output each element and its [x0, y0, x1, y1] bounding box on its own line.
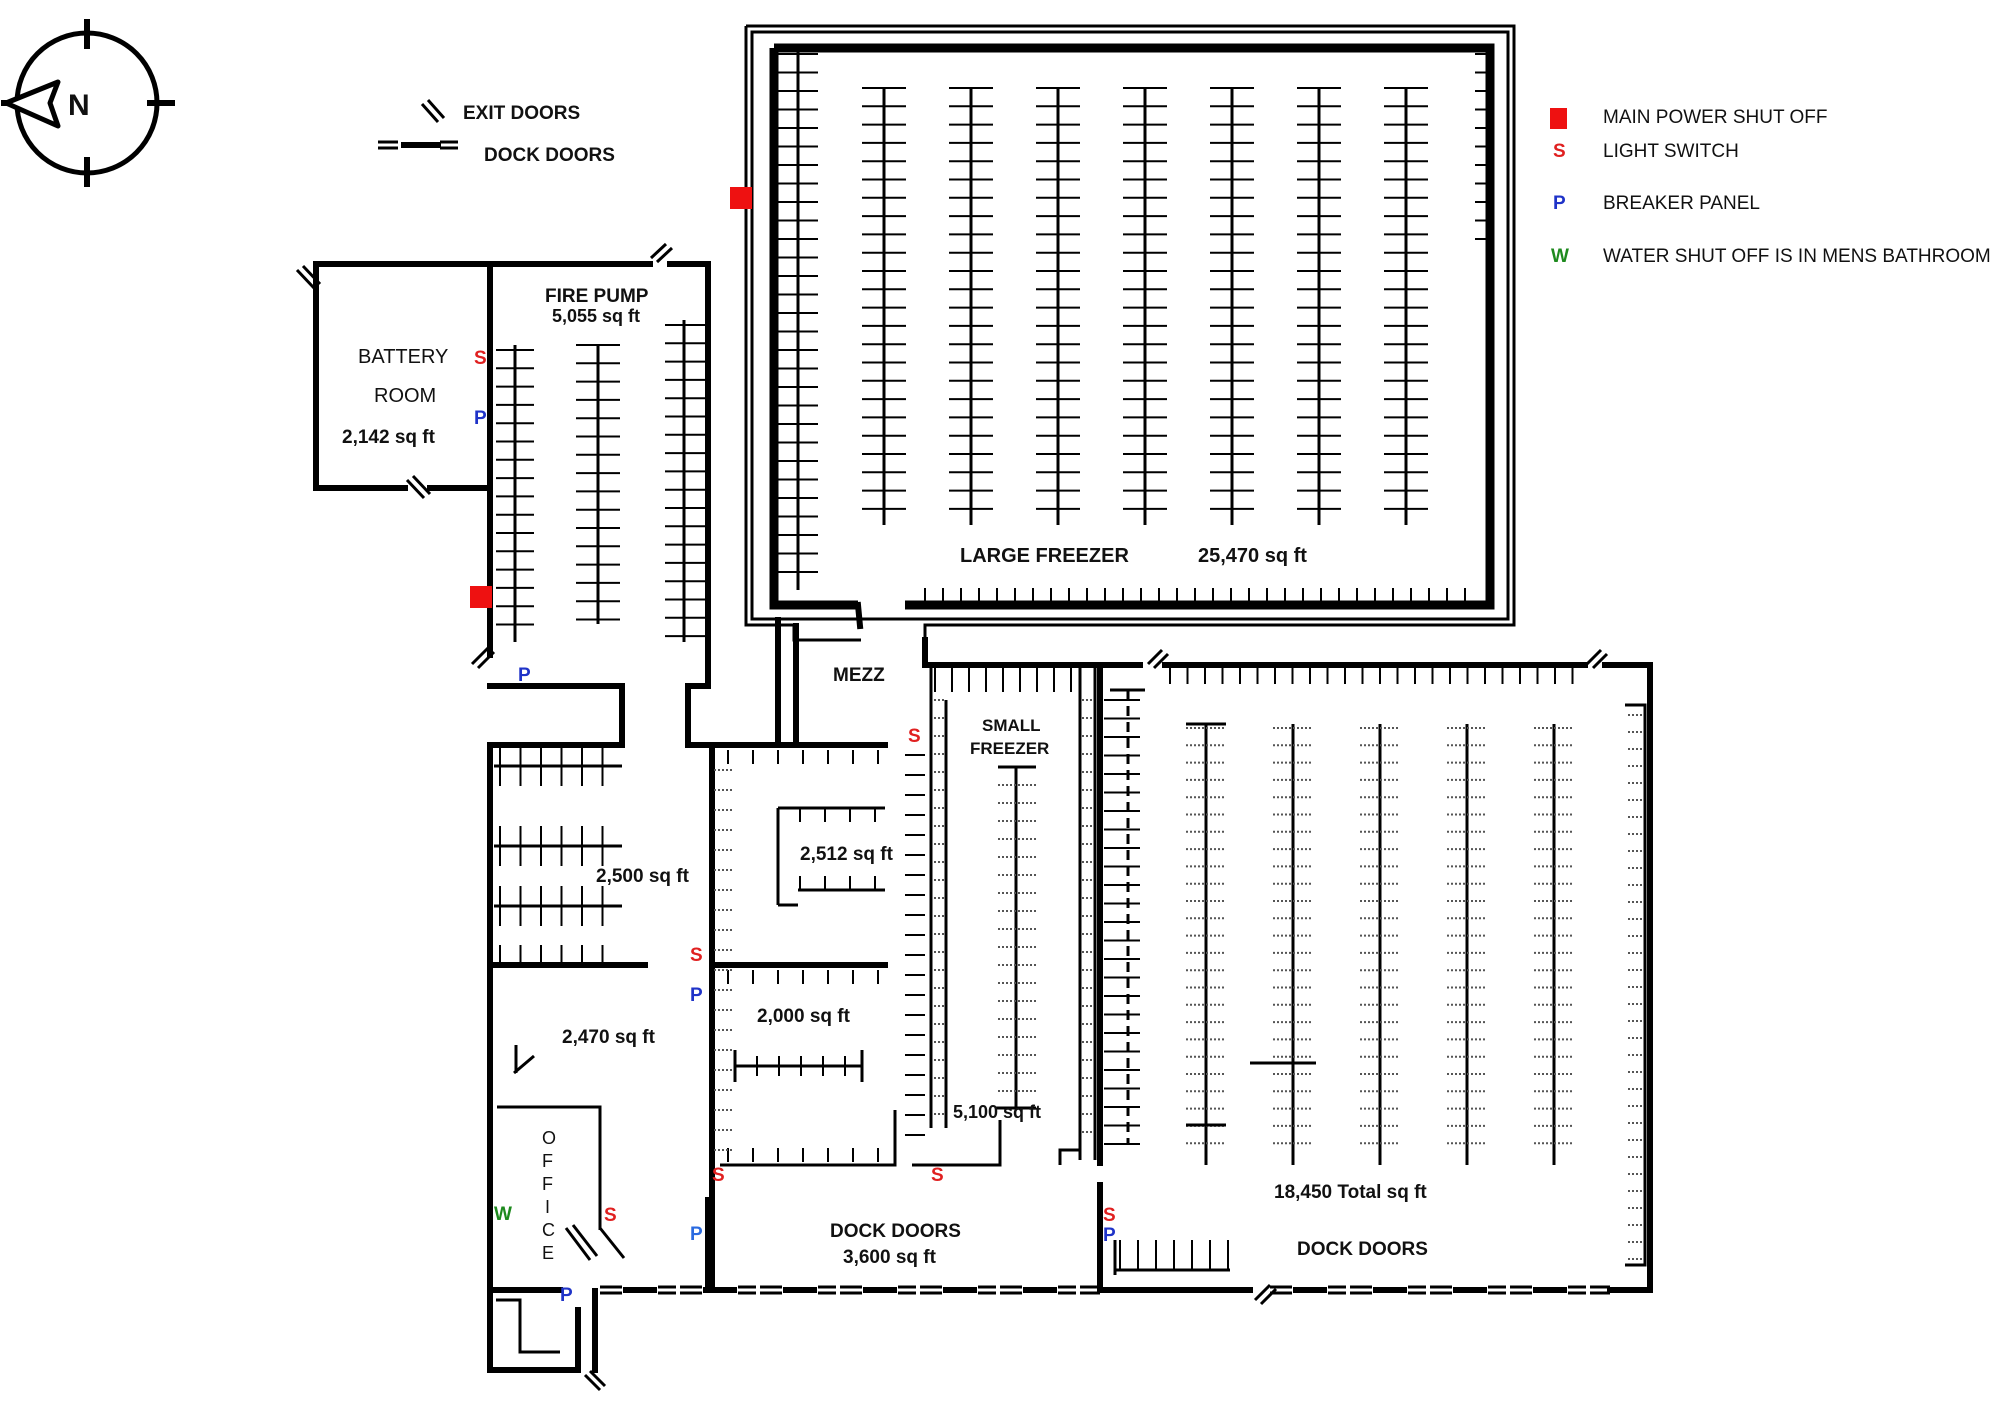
dock-center-area: 3,600 sq ft [843, 1247, 937, 1268]
light-switch-marker: S [690, 945, 703, 966]
large-freezer-area: 25,470 sq ft [1198, 545, 1307, 567]
svg-text:F: F [542, 1151, 553, 1171]
area-2470: 2,470 sq ft [562, 1027, 656, 1048]
small-freezer-label-1: SMALL [982, 716, 1041, 735]
svg-text:F: F [542, 1174, 553, 1194]
mezz-label: MEZZ [833, 665, 885, 686]
battery-room: BATTERY ROOM 2,142 sq ft [295, 261, 493, 500]
left-rooms: 2,500 sq ft 2,470 sq ft O F F I C E [487, 742, 690, 1392]
area-2512: 2,512 sq ft [800, 844, 894, 865]
breaker-panel-marker: P [518, 665, 531, 686]
mezz-area: MEZZ [793, 623, 1103, 1293]
small-freezer: SMALL FREEZER 5,100 sq ft [928, 662, 1103, 1165]
battery-room-label-1: BATTERY [358, 346, 448, 368]
water-shutoff-marker: W [494, 1204, 512, 1225]
breaker-panel-marker: P [1103, 1225, 1116, 1246]
large-freezer: LARGE FREEZER 25,470 sq ft [744, 24, 1516, 642]
legend-exit-doors: EXIT DOORS [463, 103, 580, 124]
svg-text:C: C [542, 1220, 555, 1240]
breaker-panel-marker: P [474, 408, 487, 429]
light-switch-marker: S [931, 1165, 944, 1186]
svg-text:I: I [545, 1197, 550, 1217]
middle-rooms: 2,512 sq ft 2,000 sq ft [709, 742, 1002, 1293]
legend-p-symbol: P [1553, 193, 1566, 214]
breaker-panel-marker: P [690, 985, 703, 1006]
small-freezer-label-2: FREEZER [970, 739, 1049, 758]
legend-water-shutoff: WATER SHUT OFF IS IN MENS BATHROOM [1603, 246, 1991, 267]
legend-light-switch: LIGHT SWITCH [1603, 141, 1739, 162]
light-switch-marker: S [604, 1205, 617, 1226]
dock-center-label: DOCK DOORS [830, 1221, 961, 1242]
main-warehouse: 18,450 Total sq ft DOCK DOORS [1097, 648, 1653, 1293]
symbol-legend: MAIN POWER SHUT OFF S LIGHT SWITCH P BRE… [1550, 107, 1991, 267]
area-2000: 2,000 sq ft [757, 1006, 851, 1027]
compass-icon: N [1, 19, 175, 187]
breaker-panels: P P P P P P [474, 408, 1116, 1306]
legend-power-swatch [1550, 108, 1567, 129]
fire-pump-area: 5,055 sq ft [552, 306, 640, 326]
fire-pump-label: FIRE PUMP [545, 286, 649, 307]
legend-dock-doors: DOCK DOORS [484, 145, 615, 166]
light-switch-marker: S [474, 348, 487, 369]
legend-main-power: MAIN POWER SHUT OFF [1603, 107, 1827, 128]
legend-w-symbol: W [1551, 246, 1569, 267]
light-switch-marker: S [908, 726, 921, 747]
battery-room-area: 2,142 sq ft [342, 427, 436, 448]
door-legend: EXIT DOORS DOCK DOORS [378, 99, 615, 166]
light-switch-marker: S [1103, 1205, 1116, 1226]
total-area: 18,450 Total sq ft [1274, 1182, 1427, 1203]
breaker-panel-marker: P [690, 1224, 703, 1245]
legend-breaker-panel: BREAKER PANEL [1603, 193, 1760, 214]
breaker-panel-marker: P [560, 1285, 573, 1306]
main-power-shutoff-1 [730, 187, 752, 209]
dock-right-label: DOCK DOORS [1297, 1239, 1428, 1260]
light-switch-marker: S [712, 1165, 725, 1186]
small-freezer-area: 5,100 sq ft [953, 1102, 1041, 1122]
main-power-shutoff-2 [470, 586, 492, 608]
compass-north-label: N [68, 89, 90, 122]
svg-text:O: O [542, 1128, 556, 1148]
large-freezer-label: LARGE FREEZER [960, 545, 1129, 567]
legend-s-symbol: S [1553, 141, 1566, 162]
battery-room-label-2: ROOM [374, 385, 436, 407]
svg-text:E: E [542, 1243, 554, 1263]
area-2500: 2,500 sq ft [596, 866, 690, 887]
light-switches: S S S S S S S [474, 348, 1116, 1226]
office-label: O F F I C E [542, 1128, 556, 1263]
dock-area: DOCK DOORS 3,600 sq ft [600, 1197, 1610, 1306]
power-shutoffs [470, 187, 752, 608]
